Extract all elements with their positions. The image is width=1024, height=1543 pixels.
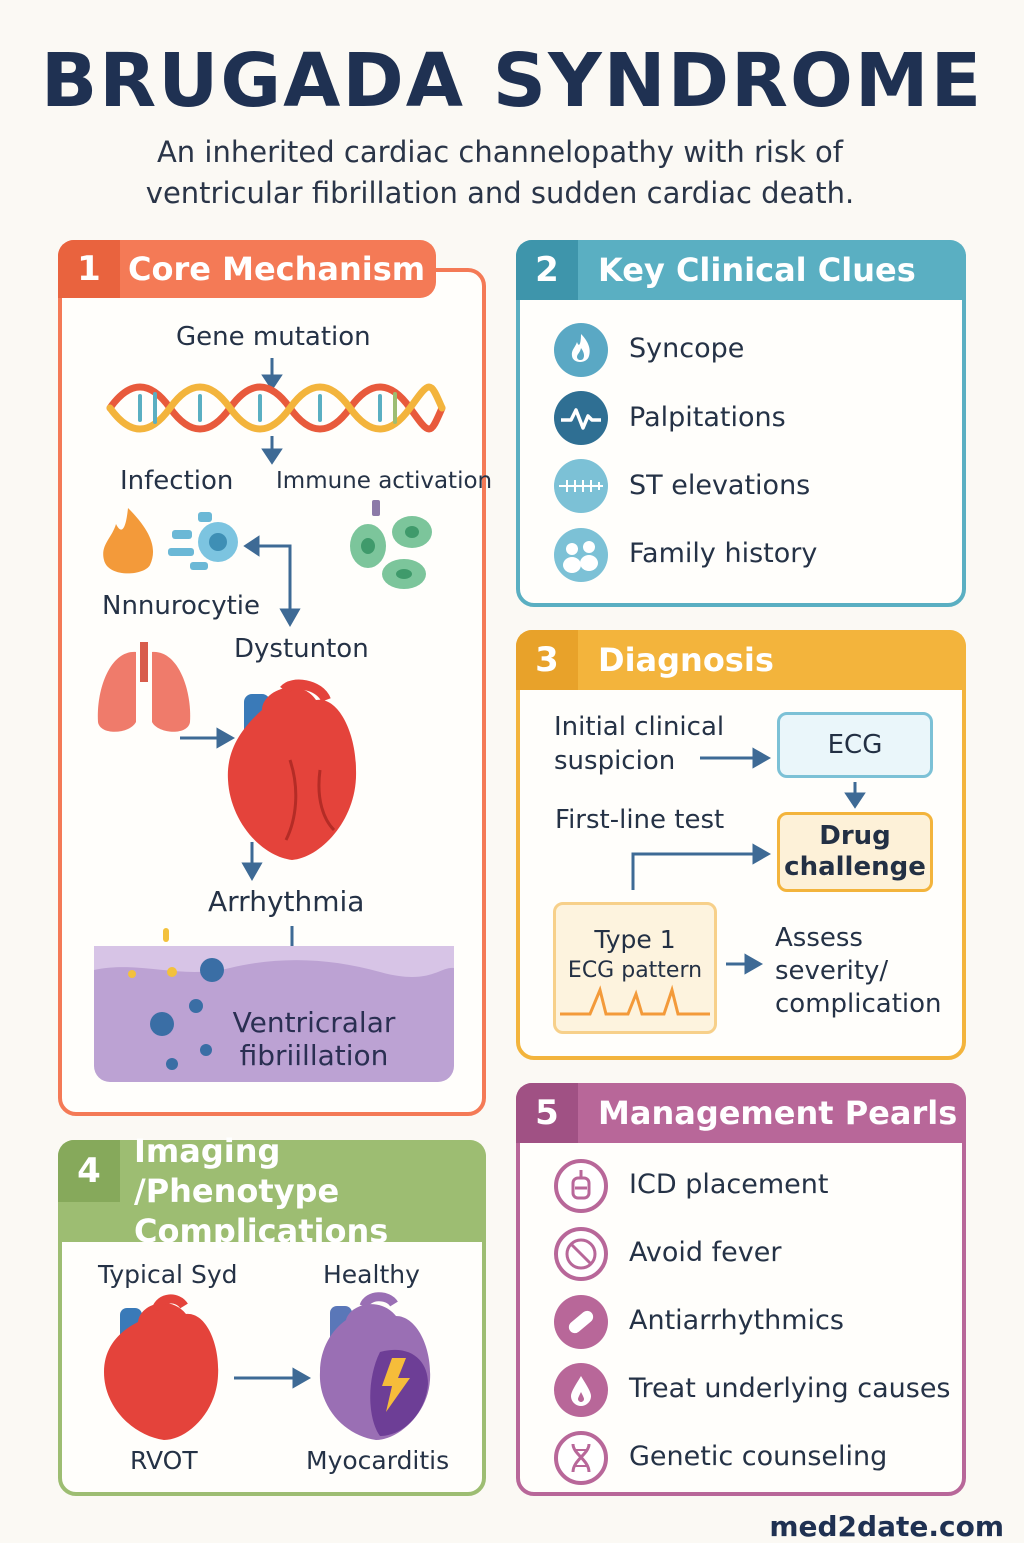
panel-number: 4 — [58, 1140, 120, 1202]
neurocyte-label: Nnnurocytie — [102, 591, 261, 621]
pearl-antiarrhythmics: Antiarrhythmics — [629, 1305, 844, 1336]
infection-label: Infection — [120, 466, 234, 496]
pearl-icd-placement: ICD placement — [629, 1169, 829, 1200]
flame-icon — [554, 323, 608, 377]
flame-icon — [103, 508, 154, 574]
drop-icon — [554, 1363, 608, 1417]
ecg-box: ECG — [777, 712, 933, 778]
clue-family-history: Family history — [629, 538, 818, 569]
panel-header-key-clinical-clues: 2 Key Clinical Clues — [516, 240, 966, 300]
panel-number: 5 — [516, 1083, 578, 1143]
ecg-pattern-label: ECG pattern — [567, 958, 703, 983]
type1-label: Type 1 — [594, 925, 676, 954]
assess-label: Assess severity/ complication — [775, 923, 942, 1019]
panel-header-management-pearls: 5 Management Pearls — [516, 1083, 966, 1143]
no-sign-icon — [554, 1227, 608, 1281]
footer-site-name: med2date.com — [769, 1510, 1004, 1543]
drug-challenge-label: Drug challenge — [784, 821, 926, 882]
panel-header-core-mechanism: 1 Core Mechanism — [58, 240, 436, 298]
initial-suspicion-label: Initial clinical suspicion — [554, 712, 725, 776]
panel-header-imaging-phenotype: 4 Imaging /Phenotype Complications — [58, 1132, 486, 1250]
clue-syncope: Syncope — [629, 333, 745, 364]
clue-st-elevations: ST elevations — [629, 470, 811, 501]
family-icon — [554, 528, 608, 582]
first-line-label: First-line test — [555, 805, 725, 835]
panel-title: Management Pearls — [598, 1094, 958, 1132]
immune-activation-label: Immune activation — [276, 468, 493, 494]
lungs-icon — [97, 642, 191, 732]
arrhythmia-label: Arrhythmia — [208, 885, 365, 918]
myocarditis-label: Myocarditis — [306, 1446, 450, 1475]
vf-tissue-icon — [94, 928, 454, 1082]
panel-title: Imaging /Phenotype Complications — [134, 1132, 389, 1250]
panel-title: Diagnosis — [598, 641, 774, 679]
healthy-label: Healthy — [323, 1260, 420, 1289]
gene-mutation-label: Gene mutation — [176, 322, 371, 352]
pearl-genetic-counseling: Genetic counseling — [629, 1441, 888, 1472]
panel-title: Key Clinical Clues — [598, 251, 916, 289]
typical-syd-label: Typical Syd — [98, 1260, 238, 1289]
page-subtitle: An inherited cardiac channelopathy with … — [145, 135, 855, 210]
ecg-box-label: ECG — [827, 730, 883, 760]
heart-icon — [227, 679, 357, 860]
dna-icon — [554, 1431, 608, 1485]
panel-number: 1 — [58, 240, 120, 298]
drug-challenge-box: Drug challenge — [777, 812, 933, 892]
ecg-grid-icon — [554, 459, 608, 513]
panel-number: 3 — [516, 630, 578, 690]
pearl-treat-causes: Treat underlying causes — [629, 1373, 951, 1404]
vf-label: Ventricralar fibriillation — [232, 1006, 396, 1072]
clue-palpitations: Palpitations — [629, 402, 786, 433]
pearl-avoid-fever: Avoid fever — [629, 1237, 782, 1268]
dysfunction-label: Dystunton — [234, 634, 369, 664]
rvot-label: RVOT — [130, 1446, 198, 1475]
immune-cell-icon — [350, 500, 432, 589]
panel-title: Core Mechanism — [128, 250, 426, 288]
panel-management-pearls — [516, 1083, 966, 1496]
microbe-icon — [168, 512, 238, 570]
icd-icon — [554, 1159, 608, 1213]
pill-icon — [554, 1295, 608, 1349]
page-title: BRUGADA SYNDROME — [40, 38, 984, 124]
panel-number: 2 — [516, 240, 578, 300]
type1-pattern-box: Type 1 ECG pattern — [553, 902, 717, 1034]
panel-header-diagnosis: 3 Diagnosis — [516, 630, 966, 690]
dna-helix-icon — [106, 383, 446, 433]
pulse-icon — [554, 391, 608, 445]
